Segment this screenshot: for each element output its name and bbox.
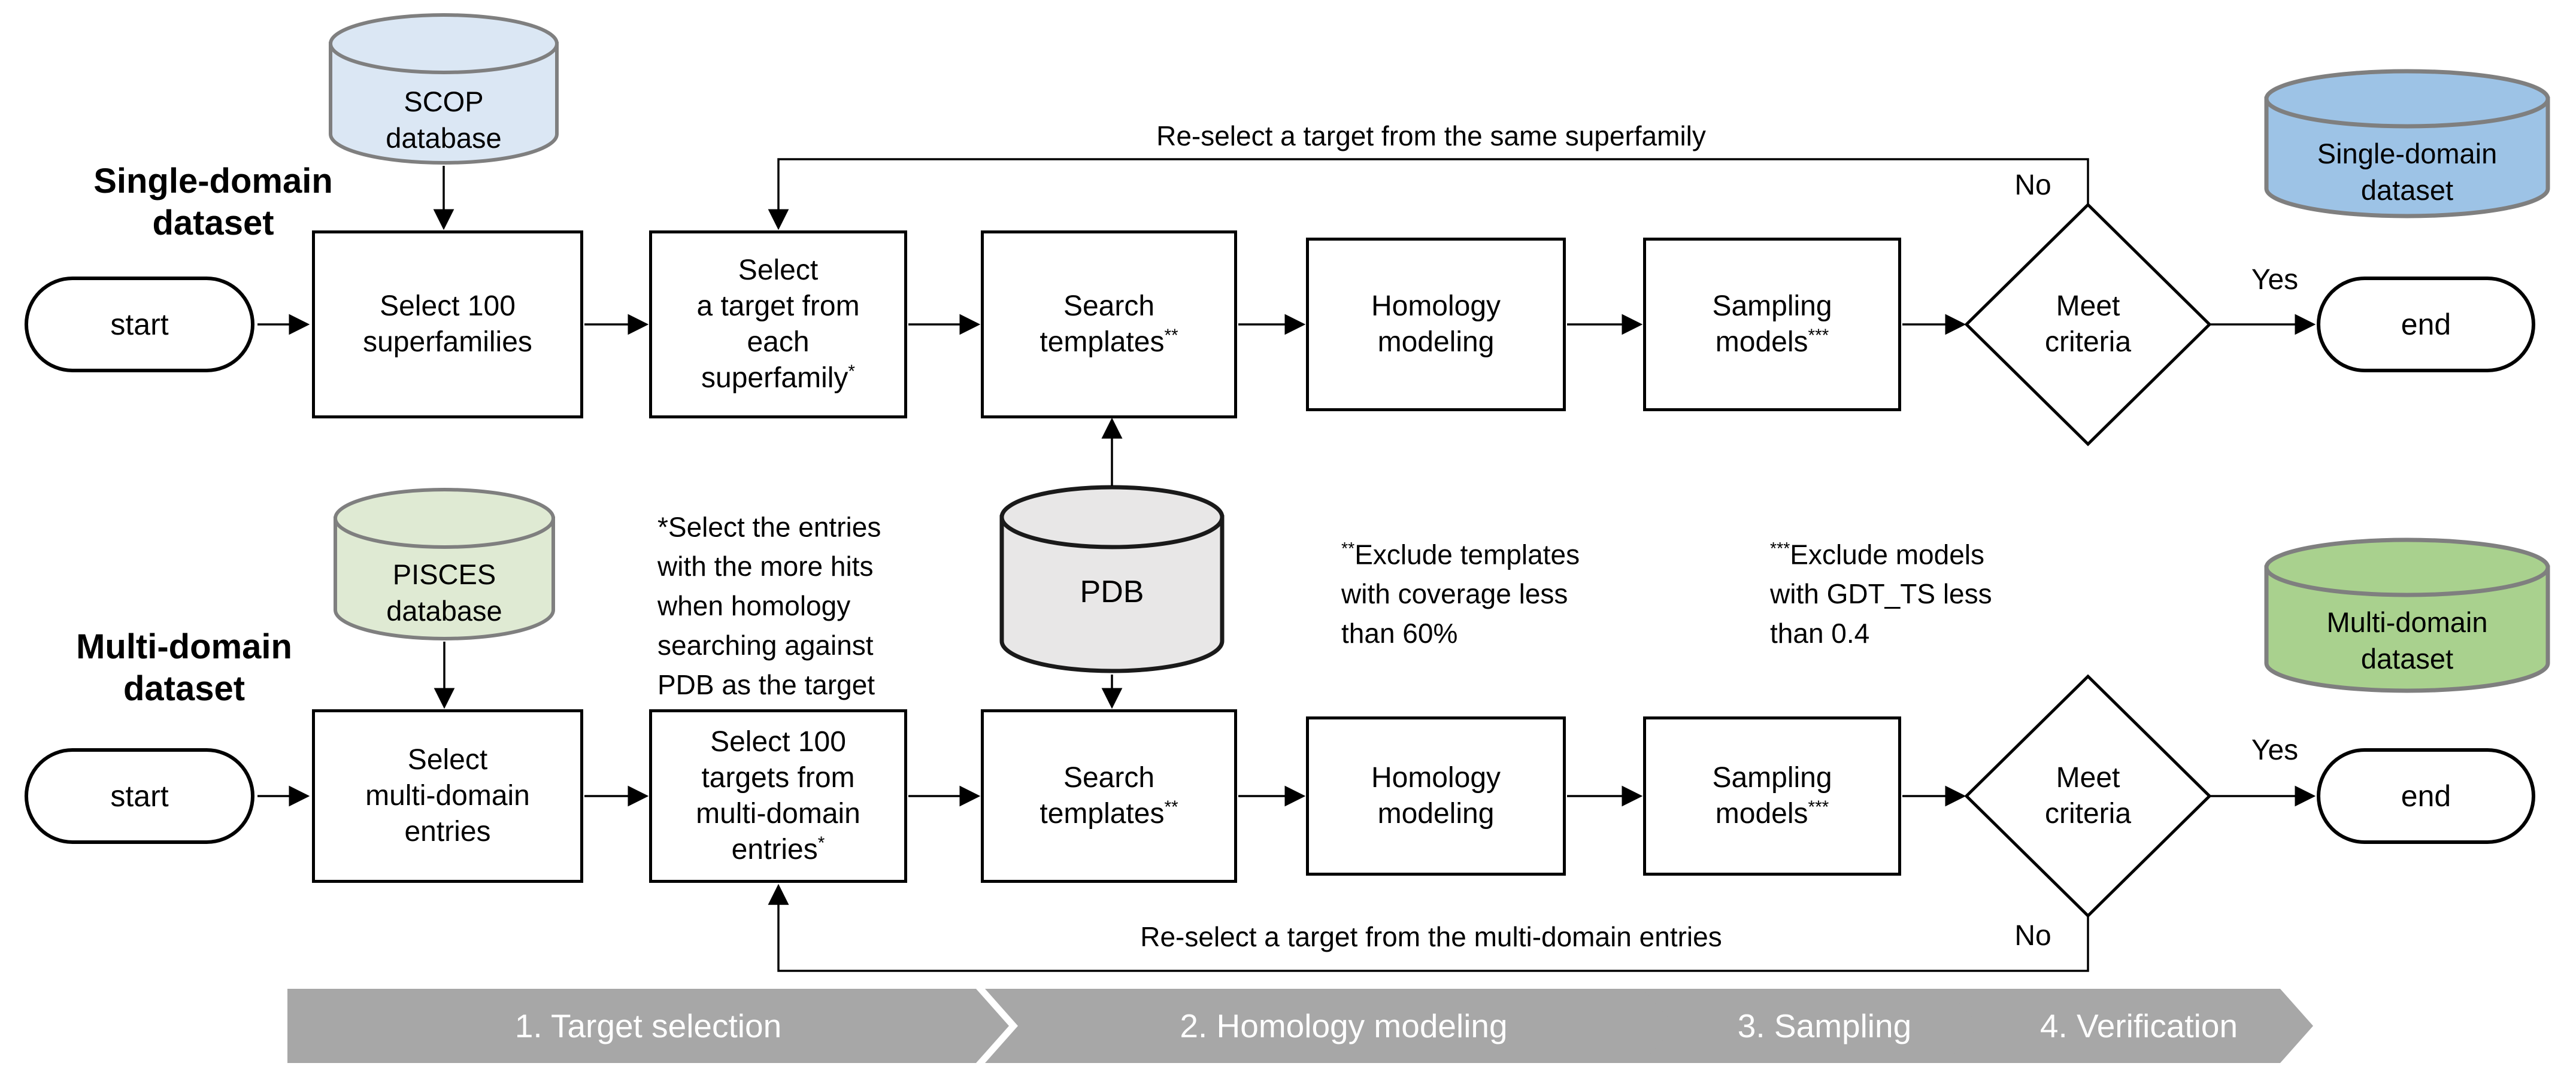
box-text: Search templates: [1040, 290, 1165, 358]
box-text: Select 100 superfamilies: [363, 290, 532, 358]
footnote-text: *Select the entries with the more hits w…: [657, 511, 881, 701]
footnote-marker: **: [1164, 326, 1178, 345]
single-domain-dataset-cylinder-label: Single-domain dataset: [2317, 137, 2498, 206]
box-text: Select multi-domain entries: [365, 744, 530, 848]
yes-branch-label-top: Yes: [2251, 264, 2299, 296]
start-label-bottom: start: [110, 779, 169, 813]
process-box-select-100-targets: Select 100 targets from multi-domain ent…: [649, 709, 907, 883]
box-label: Sampling models***: [1646, 760, 1898, 832]
meet-criteria-diamond-top: [1964, 202, 2212, 447]
footnote-exclude-templates: **Exclude templates with coverage less t…: [1341, 490, 1760, 653]
box-label: Select multi-domain entries: [315, 742, 580, 850]
process-box-sampling-models-top: Sampling models***: [1643, 238, 1901, 411]
start-label-top: start: [110, 307, 169, 341]
box-label: Select a target from each superfamily*: [652, 253, 904, 396]
process-box-homology-modeling-bottom: Homology modeling: [1306, 716, 1566, 876]
banner-step-target-selection: 1. Target selection: [287, 989, 1009, 1063]
box-label: Homology modeling: [1309, 760, 1563, 832]
multi-domain-dataset-row-label: Multi-domain dataset: [76, 627, 292, 708]
banner-step-label: 4. Verification: [2039, 1007, 2238, 1044]
start-terminal-bottom: start: [25, 748, 254, 844]
multi-domain-dataset-cylinder-label: Multi-domain dataset: [2326, 606, 2488, 675]
box-text: Sampling models: [1712, 762, 1832, 830]
box-label: Select 100 superfamilies: [315, 288, 580, 360]
footnote-marker: **: [1164, 797, 1178, 817]
process-box-select-100-superfamilies: Select 100 superfamilies: [312, 230, 583, 418]
footnote-exclude-models: ***Exclude models with GDT_TS less than …: [1770, 490, 2189, 653]
footnote-marker: **: [1341, 539, 1355, 558]
footnote-marker: ***: [1770, 539, 1790, 558]
pisces-database-cylinder: [334, 488, 555, 640]
multi-domain-dataset-cylinder: [2264, 537, 2550, 693]
no-branch-label-top: No: [2014, 169, 2051, 201]
banner-step-verification: 4. Verification: [1947, 989, 2313, 1063]
process-box-sampling-models-bottom: Sampling models***: [1643, 716, 1901, 876]
end-label-top: end: [2401, 307, 2451, 341]
single-domain-dataset-cylinder: [2264, 69, 2550, 218]
box-text: Search templates: [1040, 762, 1165, 830]
pisces-database-label: PISCES database: [386, 558, 502, 627]
meet-criteria-label-bottom: Meet criteria: [2044, 762, 2132, 830]
banner-step-label: 3. Sampling: [1737, 1007, 1912, 1044]
banner-step-homology-modeling: 2. Homology modeling: [985, 989, 1684, 1063]
end-terminal-top: end: [2317, 277, 2535, 372]
box-text: Sampling models: [1712, 290, 1832, 358]
box-label: Search templates**: [984, 760, 1234, 832]
box-text: Homology modeling: [1371, 762, 1501, 830]
process-box-select-multi-domain-entries: Select multi-domain entries: [312, 709, 583, 883]
reselect-loop-text-bottom: Re-select a target from the multi-domain…: [1140, 921, 1722, 952]
pdb-database-cylinder: [999, 485, 1225, 673]
pdb-database-label: PDB: [1080, 575, 1144, 610]
end-terminal-bottom: end: [2317, 748, 2535, 844]
box-label: Search templates**: [984, 288, 1234, 360]
no-loop-line-top: [768, 158, 2089, 230]
banner-step-label: 1. Target selection: [514, 1007, 782, 1044]
footnote-text: Exclude models with GDT_TS less than 0.4: [1770, 539, 1992, 649]
footnote-marker: ***: [1808, 326, 1829, 345]
yes-branch-label-bottom: Yes: [2251, 734, 2299, 766]
single-domain-dataset-row-label: Single-domain dataset: [93, 162, 333, 242]
box-label: Homology modeling: [1309, 288, 1563, 360]
footnote-text: Exclude templates with coverage less tha…: [1341, 539, 1580, 649]
footnote-marker: *: [817, 833, 825, 853]
box-label: Sampling models***: [1646, 288, 1898, 360]
scop-database-label: SCOP database: [386, 85, 502, 154]
process-box-homology-modeling-top: Homology modeling: [1306, 238, 1566, 411]
box-label: Select 100 targets from multi-domain ent…: [652, 724, 904, 868]
end-label-bottom: end: [2401, 779, 2451, 813]
connector-arrows: [257, 158, 2316, 972]
no-loop-line-bottom: [768, 883, 2089, 972]
box-text: Select a target from each superfamily: [696, 254, 860, 394]
banner-step-label: 2. Homology modeling: [1180, 1007, 1508, 1044]
footnote-marker: *: [848, 362, 855, 381]
box-text: Homology modeling: [1371, 290, 1501, 358]
process-box-search-templates-top: Search templates**: [981, 230, 1237, 418]
process-box-search-templates-bottom: Search templates**: [981, 709, 1237, 883]
start-terminal-top: start: [25, 277, 254, 372]
footnote-target-selection: *Select the entries with the more hits w…: [657, 462, 999, 704]
footnote-marker: ***: [1808, 797, 1829, 817]
meet-criteria-label-top: Meet criteria: [2044, 290, 2132, 358]
box-text: Select 100 targets from multi-domain ent…: [696, 726, 860, 865]
scop-database-cylinder: [329, 13, 559, 165]
no-branch-label-bottom: No: [2014, 920, 2051, 952]
reselect-loop-text-top: Re-select a target from the same superfa…: [1156, 120, 1706, 151]
banner-step-sampling: 3. Sampling: [1642, 989, 1989, 1063]
process-box-select-target-each-superfamily: Select a target from each superfamily*: [649, 230, 907, 418]
